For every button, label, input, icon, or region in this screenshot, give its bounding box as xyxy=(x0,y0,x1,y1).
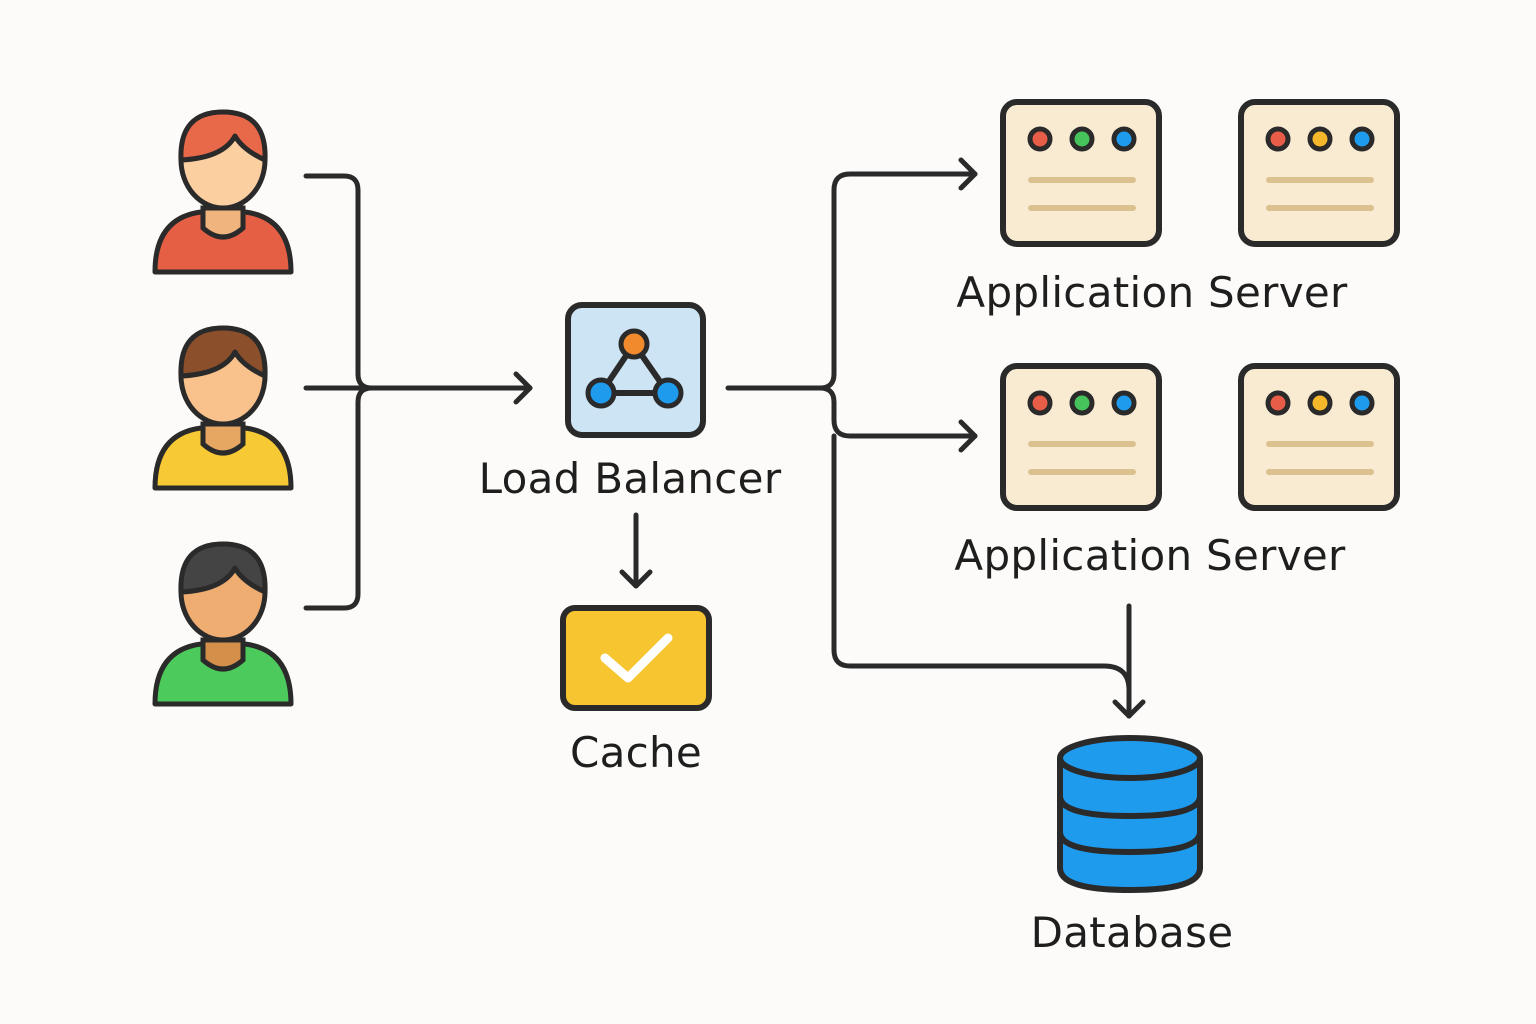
status-light xyxy=(1069,390,1095,416)
load-balancer-label: Load Balancer xyxy=(478,454,782,503)
arrowhead-load-balancer xyxy=(513,371,533,405)
load-balancer-box xyxy=(565,302,706,438)
edge-user-1-to-load-balancer xyxy=(303,173,375,391)
database-ring xyxy=(1057,795,1203,820)
user-hair xyxy=(178,325,268,379)
app-server-group-1-label: Application Server xyxy=(956,268,1348,317)
user-hair xyxy=(178,541,268,595)
user-neck xyxy=(200,421,246,456)
network-triangle xyxy=(598,341,671,396)
edge-load-balancer-to-app-server-group-2 xyxy=(817,385,978,439)
cache-icon[interactable] xyxy=(560,605,712,711)
server-icon[interactable] xyxy=(1000,99,1162,247)
status-light xyxy=(1111,126,1137,152)
user-icon[interactable] xyxy=(152,109,294,275)
status-light xyxy=(1265,126,1291,152)
network-node-left xyxy=(585,377,617,409)
cache-label: Cache xyxy=(569,728,703,777)
network-node-top xyxy=(618,328,650,360)
status-light xyxy=(1069,126,1095,152)
status-light xyxy=(1111,390,1137,416)
database-cylinder xyxy=(1057,758,1203,894)
status-light xyxy=(1265,390,1291,416)
cache-box xyxy=(560,605,712,711)
app-server-group-2-label: Application Server xyxy=(954,531,1346,580)
server-icon[interactable] xyxy=(1238,99,1400,247)
server-box xyxy=(1238,99,1400,247)
arrowhead-app-server-group-1 xyxy=(958,157,978,191)
status-light xyxy=(1349,126,1375,152)
network-node-right xyxy=(652,377,684,409)
server-box xyxy=(1000,99,1162,247)
database-icon[interactable] xyxy=(1057,735,1203,894)
server-box xyxy=(1000,363,1162,511)
database-top xyxy=(1057,735,1203,781)
checkmark-icon xyxy=(600,633,673,683)
user-icon[interactable] xyxy=(152,541,294,707)
database-label: Database xyxy=(1030,908,1234,957)
database-ring xyxy=(1057,831,1203,856)
status-light xyxy=(1307,126,1333,152)
user-neck xyxy=(200,637,246,672)
arrowhead-database xyxy=(1112,699,1146,719)
arrowhead-app-server-group-2 xyxy=(958,419,978,453)
arrowhead-cache xyxy=(619,569,653,589)
user-hair xyxy=(178,109,268,163)
edge-user-3-to-load-balancer xyxy=(303,385,375,611)
edge-load-balancer-trunk xyxy=(725,171,978,391)
user-icon[interactable] xyxy=(152,325,294,491)
server-icon[interactable] xyxy=(1238,363,1400,511)
server-box xyxy=(1238,363,1400,511)
load-balancer-icon[interactable] xyxy=(565,302,706,438)
user-neck xyxy=(200,205,246,240)
status-light xyxy=(1027,390,1053,416)
status-light xyxy=(1349,390,1375,416)
server-icon[interactable] xyxy=(1000,363,1162,511)
status-light xyxy=(1027,126,1053,152)
status-light xyxy=(1307,390,1333,416)
